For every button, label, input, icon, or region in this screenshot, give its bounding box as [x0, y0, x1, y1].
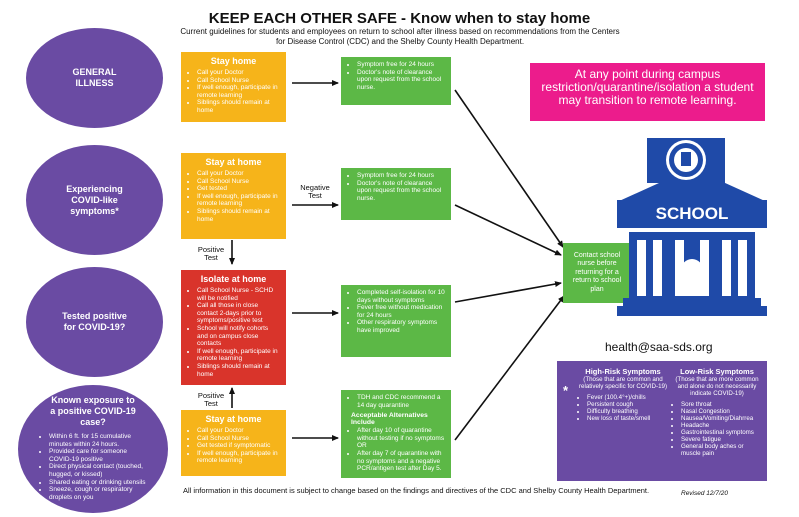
condition-label: Tested positive for COVID-19? — [62, 311, 127, 332]
contact-nurse-box: Contact school nurse before returning fo… — [563, 243, 631, 303]
arrow-label-negative-test: Negative Test — [300, 183, 330, 200]
low-risk-heading: Low-Risk Symptoms — [680, 367, 754, 376]
school-building-illustration — [617, 138, 767, 316]
list-item: Call your Doctor — [197, 170, 280, 178]
condition-general-illness: GENERAL ILLNESS — [26, 28, 163, 128]
list-item: Call School Nurse - SCHD will be notifie… — [197, 287, 280, 302]
list-item: Sore throat — [681, 401, 763, 408]
remote-learning-notice: At any point during campus restriction/q… — [530, 63, 765, 121]
page-title: KEEP EACH OTHER SAFE - Know when to stay… — [208, 10, 591, 27]
list-item: Nausea/Vomiting/Diahrrea — [681, 415, 763, 422]
action-stay-at-home-exposure: Stay at home Call your Doctor Call Schoo… — [181, 410, 286, 476]
school-step — [623, 298, 761, 307]
list-item: Symptom free for 24 hours — [357, 61, 445, 69]
list-item: Other respiratory symptoms have improved — [357, 319, 445, 334]
action-heading: Stay at home — [205, 414, 262, 424]
list-item: Call your Doctor — [197, 69, 280, 77]
list-item: Get tested if symptomatic — [197, 442, 280, 450]
list-item: Siblings should remain at home — [197, 99, 280, 114]
list-item: General body aches or muscle pain — [681, 443, 763, 457]
list-item: Call all those in close contact 2-days p… — [197, 302, 280, 325]
list-item: Call School Nurse — [197, 435, 280, 443]
action-stay-home: Stay home Call your Doctor Call School N… — [181, 52, 286, 122]
list-item: Within 6 ft. for 15 cumulative minutes w… — [49, 433, 147, 448]
list-item: Call your Doctor — [197, 427, 280, 435]
list-item: After day 10 of quarantine without testi… — [357, 427, 445, 450]
condition-covid-symptoms: Experiencing COVID-like symptoms* — [26, 145, 163, 255]
school-sign-band — [617, 200, 767, 228]
high-risk-heading: High-Risk Symptoms — [585, 367, 661, 376]
action-heading: Stay at home — [205, 157, 262, 167]
low-risk-subheading: (Those that are more common and alone do… — [675, 376, 759, 397]
alternatives-heading: Acceptable Alternatives Include — [351, 412, 428, 427]
list-item: If well enough, participate in remote le… — [197, 348, 280, 363]
list-item: School will notify cohorts and on campus… — [197, 325, 280, 348]
condition-tested-positive: Tested positive for COVID-19? — [26, 267, 163, 377]
condition-label: GENERAL ILLNESS — [72, 67, 117, 88]
return-criteria-illness: Symptom free for 24 hours Doctor's note … — [341, 57, 451, 105]
school-base — [617, 306, 767, 316]
arrow-label-positive-test: Positive Test — [197, 245, 225, 262]
condition-label: Experiencing COVID-like symptoms* — [66, 183, 123, 216]
list-item: Headache — [681, 422, 763, 429]
list-item: TDH and CDC recommend a 14 day quarantin… — [357, 394, 445, 409]
list-item: Call School Nurse — [197, 77, 280, 85]
arrow-return3-to-contact — [454, 281, 562, 303]
list-item: Direct physical contact (touched, hugged… — [49, 463, 147, 478]
risk-symptoms-panel: * High-Risk Symptoms (Those that are com… — [557, 361, 767, 481]
list-item: Doctor's note of clearance upon request … — [357, 180, 445, 203]
list-item: Difficulty breathing — [587, 408, 669, 415]
arrow-return1-to-contact — [454, 89, 564, 248]
low-risk-column: Low-Risk Symptoms (Those that are more c… — [671, 367, 763, 457]
list-item: Call School Nurse — [197, 178, 280, 186]
action-heading: Stay home — [210, 56, 257, 66]
list-item: Persistent cough — [587, 401, 669, 408]
high-risk-column: High-Risk Symptoms (Those that are commo… — [577, 367, 669, 422]
list-item: Doctor's note of clearance upon request … — [357, 69, 445, 92]
school-columns — [637, 240, 747, 296]
list-item: If well enough, participate in remote le… — [197, 450, 280, 465]
action-stay-at-home-symptoms: Stay at home Call your Doctor Call Schoo… — [181, 153, 286, 239]
list-item: Completed self-isolation for 10 days wit… — [357, 289, 445, 304]
arrow-return4-to-contact — [454, 295, 565, 441]
list-item: Severe fatigue — [681, 436, 763, 443]
list-item: New loss of taste/smell — [587, 415, 669, 422]
list-item: If well enough, participate in remote le… — [197, 84, 280, 99]
list-item: Sneeze, cough or respiratory droplets on… — [49, 486, 147, 501]
list-item: Shared eating or drinking utensils — [49, 479, 147, 487]
exposure-criteria-list: Within 6 ft. for 15 cumulative minutes w… — [39, 433, 147, 501]
list-item: Siblings should remain at home — [197, 363, 280, 378]
list-item: Nasal Congestion — [681, 408, 763, 415]
list-item: If well enough, participate in remote le… — [197, 193, 280, 208]
return-criteria-exposure: TDH and CDC recommend a 14 day quarantin… — [341, 390, 451, 478]
list-item: Fever free without medication for 24 hou… — [357, 304, 445, 319]
school-door — [681, 259, 703, 296]
school-sign: SCHOOL — [655, 204, 729, 223]
school-roof — [617, 168, 767, 202]
list-item: Gastrointestinal symptoms — [681, 429, 763, 436]
footer-disclaimer: All information in this document is subj… — [183, 486, 650, 495]
return-criteria-negative-test: Symptom free for 24 hours Doctor's note … — [341, 168, 451, 220]
contact-email[interactable]: health@saa-sds.org — [605, 340, 713, 354]
list-item: Siblings should remain at home — [197, 208, 280, 223]
symptom-footnote-star: * — [563, 383, 569, 398]
return-criteria-positive: Completed self-isolation for 10 days wit… — [341, 285, 451, 357]
list-item: Fever (100.4°+)/chills — [587, 394, 669, 401]
action-heading: Isolate at home — [200, 274, 267, 284]
list-item: Get tested — [197, 185, 280, 193]
list-item: Symptom free for 24 hours — [357, 172, 445, 180]
list-item: Provided care for someone COVID-19 posit… — [49, 448, 147, 463]
page-subtitle: Current guidelines for students and empl… — [180, 27, 620, 46]
condition-label: Known exposure to a positive COVID-19 ca… — [50, 395, 136, 427]
list-item: After day 7 of quarantine with no sympto… — [357, 450, 445, 473]
revision-date: Revised 12/7/20 — [681, 490, 728, 497]
arrow-return2-to-contact — [454, 204, 562, 256]
arrow-label-positive-test: Positive Test — [197, 391, 225, 408]
action-isolate-at-home: Isolate at home Call School Nurse - SCHD… — [181, 270, 286, 385]
condition-known-exposure: Known exposure to a positive COVID-19 ca… — [18, 385, 168, 513]
high-risk-subheading: (Those that are common and relatively sp… — [578, 376, 668, 390]
